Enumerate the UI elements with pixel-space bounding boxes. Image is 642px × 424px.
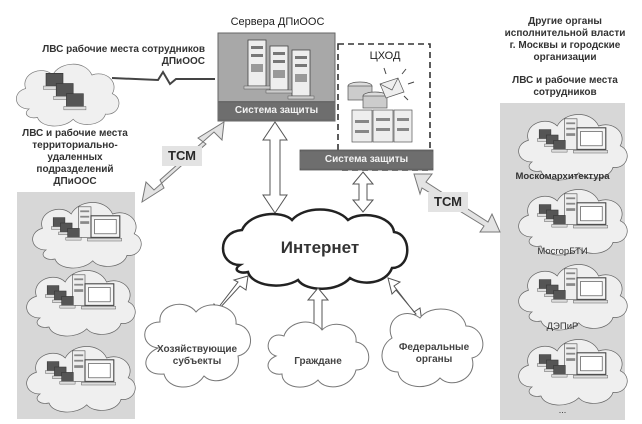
- remote-units-label-line: ЛВС и рабочие места: [22, 128, 128, 139]
- client-business-label: Хозяйствующие субъекты: [148, 344, 246, 368]
- remote-units-label: ЛВС и рабочие места территориально- удал…: [15, 128, 135, 188]
- staff-lan-label-line1: ЛВС рабочие места сотрудников: [42, 44, 205, 55]
- remote-units-label-line: подразделений: [36, 164, 114, 175]
- servers-security-label: Система защиты: [218, 103, 335, 119]
- staff-lan-label-line2: ДПиООС: [161, 56, 205, 67]
- org-label-mosgorbti: МосгорБТИ: [537, 246, 588, 257]
- client-business-label-line2: субъекты: [172, 356, 222, 367]
- org-label-depir: ДЭПиР: [546, 321, 579, 332]
- org-label-moskomarkhitektura: Москомархитектура: [515, 171, 610, 182]
- other-authorities-sublabel: ЛВС и рабочие места сотрудников: [495, 75, 635, 99]
- client-federal-label-line2: органы: [415, 354, 453, 365]
- internet-label: Интернет: [280, 238, 360, 257]
- client-federal-label: Федеральные органы: [384, 342, 484, 366]
- citizens-cloud: [267, 321, 370, 388]
- server-racks-icon: [243, 39, 315, 100]
- internet-cloud: [221, 208, 409, 290]
- left-tcm-label: ТСМ: [162, 146, 202, 166]
- other-authorities-label-line: исполнительной власти: [504, 28, 626, 39]
- federal-cloud: [381, 308, 484, 387]
- staff-lan-cloud: [15, 63, 120, 127]
- remote-units-label-line: ДПиООС: [53, 176, 97, 187]
- datacenter-internet-arrow: [351, 171, 375, 213]
- client-citizens-label: Граждане: [294, 356, 342, 367]
- other-authorities-label-line: г. Москвы и городские: [509, 40, 621, 51]
- business-cloud: [144, 303, 251, 388]
- other-authorities-sublabel-line: ЛВС и рабочие места: [512, 75, 618, 86]
- client-business-label-line1: Хозяйствующие: [156, 344, 238, 355]
- staff-lan-label: ЛВС рабочие места сотрудников ДПиООС: [30, 44, 205, 68]
- other-authorities-label-line: Другие органы: [528, 16, 602, 27]
- client-federal-label-line1: Федеральные: [398, 342, 470, 353]
- data-center-storage-icon: [347, 67, 415, 143]
- remote-units-label-line: удаленных: [47, 152, 103, 163]
- right-tcm-label: ТСМ: [428, 192, 468, 212]
- other-authorities-label: Другие органы исполнительной власти г. М…: [495, 16, 635, 64]
- data-center-security-label: Система защиты: [300, 152, 433, 168]
- org-more-ellipsis: ...: [558, 405, 567, 415]
- other-authorities-label-line: организации: [533, 52, 597, 63]
- data-center-title: ЦХОД: [369, 50, 401, 62]
- remote-units-label-line: территориально-: [32, 140, 118, 151]
- other-authorities-sublabel-line: сотрудников: [533, 87, 597, 98]
- zigzag-link: [111, 70, 215, 86]
- servers-internet-arrow: [262, 121, 288, 214]
- servers-title: Сервера ДПиООС: [230, 16, 325, 28]
